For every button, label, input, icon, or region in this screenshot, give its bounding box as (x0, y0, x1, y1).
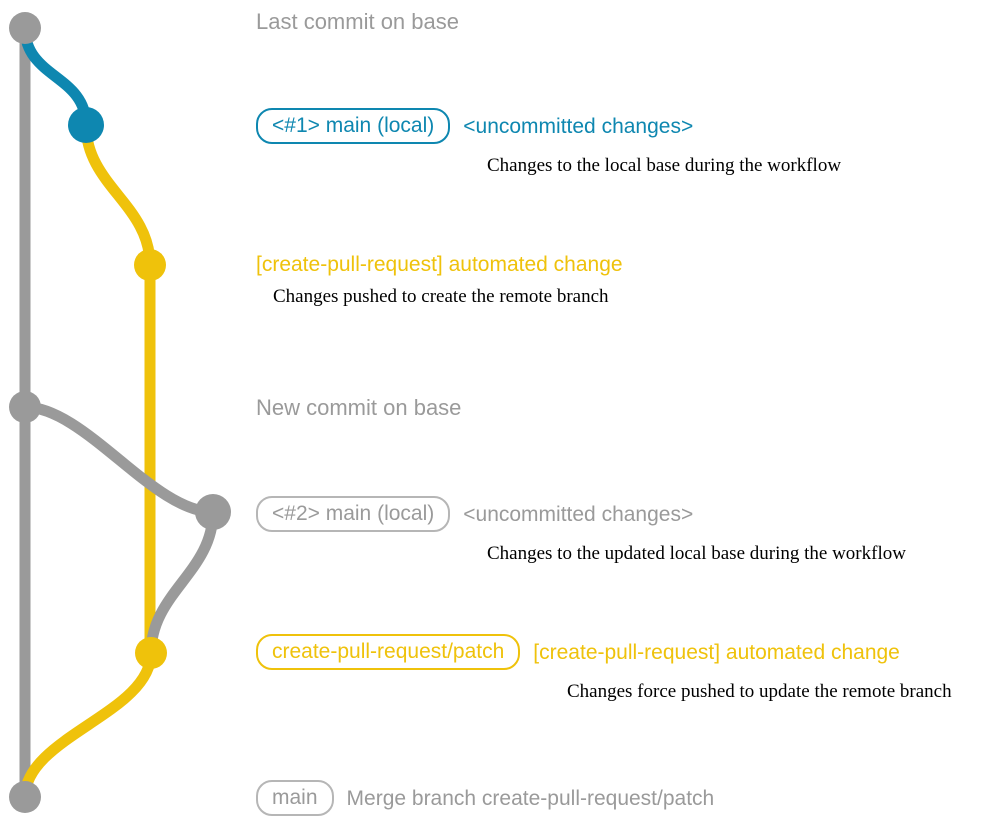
commit-node-merge[interactable] (9, 781, 41, 813)
commit-node-last-commit[interactable] (9, 12, 41, 44)
row-new-commit: New commit on base (256, 397, 461, 419)
graph-edge-base-to-local-2 (19, 401, 219, 518)
edge-layer (19, 22, 219, 803)
commit-node-local-2[interactable] (195, 494, 231, 530)
row-local-1-head: <#1> main (local) <uncommitted changes> (256, 108, 693, 144)
commit-subject-local-2: <uncommitted changes> (463, 502, 694, 526)
graph-edge-local-1-to-patch-1 (80, 119, 156, 271)
commit-note-local-2: Changes to the updated local base during… (487, 543, 906, 564)
row-merge-head: main Merge branch create-pull-request/pa… (256, 780, 714, 816)
row-last-commit: Last commit on base (256, 11, 459, 33)
row-automated-1-head: [create-pull-request] automated change (256, 254, 623, 275)
commit-subject-merge: Merge branch create-pull-request/patch (346, 786, 715, 810)
branch-badge-create-pull-request-patch[interactable]: create-pull-request/patch (256, 634, 521, 670)
commit-subject-automated-1: [create-pull-request] automated change (256, 253, 623, 276)
commit-node-new-commit[interactable] (9, 391, 41, 423)
branch-badge-main[interactable]: main (256, 780, 334, 816)
commit-subject-local-1: <uncommitted changes> (463, 114, 694, 138)
commit-note-automated-1: Changes pushed to create the remote bran… (273, 286, 609, 307)
commit-note-local-1: Changes to the local base during the wor… (487, 155, 842, 176)
row-last-commit-label: Last commit on base (256, 9, 459, 34)
row-automated-2: create-pull-request/patch [create-pull-r… (256, 634, 952, 701)
branch-badge-main-local-2[interactable]: <#2> main (local) (256, 496, 451, 532)
row-local-2-head: <#2> main (local) <uncommitted changes> (256, 496, 693, 532)
commit-node-automated-1[interactable] (134, 249, 166, 281)
graph-edge-local-2-to-patch-2 (145, 506, 219, 659)
row-automated-2-head: create-pull-request/patch [create-pull-r… (256, 634, 900, 670)
row-new-commit-label: New commit on base (256, 395, 462, 420)
commit-node-local-1[interactable] (68, 107, 104, 143)
row-automated-1: [create-pull-request] automated change C… (256, 254, 623, 306)
graph-edge-patch-2-to-merge (19, 647, 157, 803)
commit-node-automated-2[interactable] (135, 637, 167, 669)
branch-badge-main-local-1[interactable]: <#1> main (local) (256, 108, 451, 144)
row-merge: main Merge branch create-pull-request/pa… (256, 780, 714, 816)
commit-subject-automated-2: [create-pull-request] automated change (533, 640, 900, 664)
node-layer (9, 12, 231, 813)
commit-note-automated-2: Changes force pushed to update the remot… (567, 681, 952, 702)
row-local-1: <#1> main (local) <uncommitted changes> … (256, 108, 841, 175)
row-local-2: <#2> main (local) <uncommitted changes> … (256, 496, 906, 563)
